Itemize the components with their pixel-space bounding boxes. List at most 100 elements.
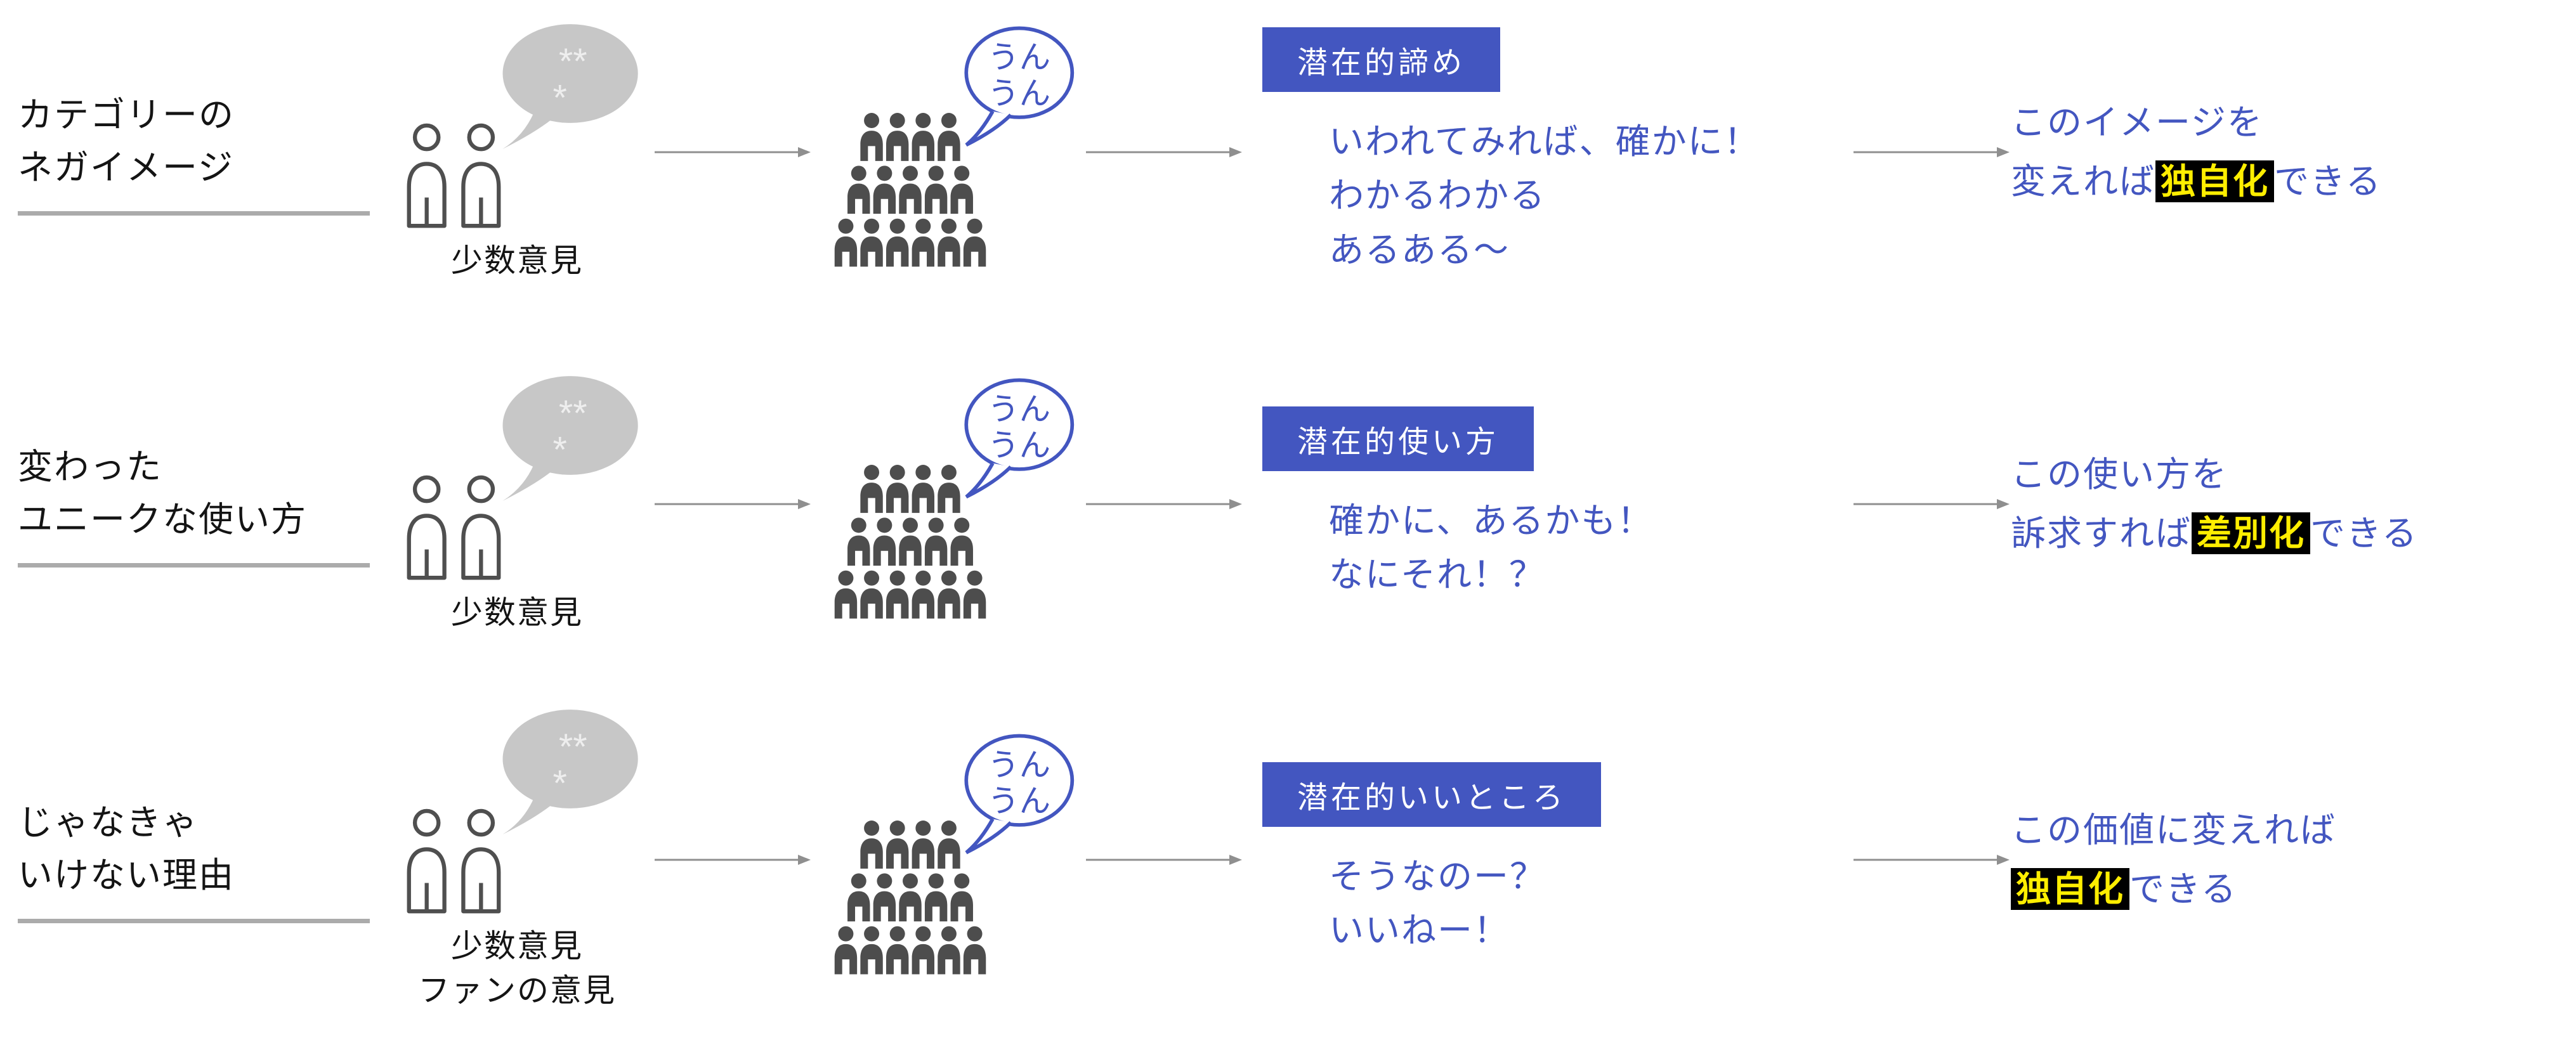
asterisk-text: * [553, 77, 567, 118]
conclusion-line: このイメージを [2011, 102, 2263, 142]
arrow-right-icon [655, 147, 811, 157]
arrow-right-icon [1854, 855, 2010, 865]
flow-arrow [1085, 852, 1243, 868]
arrow-right-icon [1086, 855, 1242, 865]
conclusion-line: 訴求すれば差別化できる [2011, 512, 2418, 554]
minority-pair-icon [407, 123, 501, 228]
row-label: カテゴリーの ネガイメージ [18, 89, 381, 193]
row-label-line: ユニークな使い方 [18, 499, 308, 539]
label-underline [18, 563, 370, 568]
flow-arrow [1085, 144, 1243, 160]
flow-arrow [1085, 496, 1243, 512]
arrow-right-icon [1086, 499, 1242, 509]
agreement-text: うん [988, 748, 1050, 782]
conclusion-line: 独自化できる [2011, 860, 2569, 919]
flow-arrow [1852, 496, 2011, 512]
minority-pair-icon [407, 808, 501, 914]
conclusion-text: このイメージを 変えれば独自化できる [2011, 93, 2569, 212]
minority-icon-wrap: ** * [387, 707, 647, 916]
minority-caption: 少数意見 [451, 590, 583, 635]
minority-caption: 少数意見 [451, 238, 583, 283]
conclusion-line: この価値に変えれば [2011, 810, 2337, 850]
asterisk-text: * [553, 429, 567, 470]
row-label-line: ネガイメージ [18, 147, 234, 187]
quote-line: そうなのー？ [1329, 856, 1546, 896]
gray-speech-bubble: ** * [502, 376, 638, 501]
minority-caption-line: 少数意見 [451, 595, 583, 630]
quote-line: いいねー！ [1329, 911, 1510, 950]
highlight-term: 独自化 [2011, 868, 2130, 910]
arrow-right-icon [1854, 499, 2010, 509]
row-label-block: カテゴリーの ネガイメージ [0, 89, 381, 216]
conclusion-text: この価値に変えれば 独自化できる [2011, 801, 2569, 919]
minority-icon-wrap: ** * [387, 22, 647, 231]
diagram-row-negative-image: カテゴリーの ネガイメージ ** * [0, 0, 2576, 304]
flow-arrow [653, 144, 812, 160]
minority-source: ** * 少数意見 ファンの意見 [381, 707, 653, 1013]
label-underline [18, 919, 370, 923]
insight-block: 潜在的使い方 確かに、あるかも！ なにそれ！？ [1243, 406, 1852, 602]
row-label-line: いけない理由 [18, 855, 235, 895]
asterisk-text: ** [559, 41, 587, 82]
quote-line: なにそれ！？ [1329, 555, 1545, 594]
asterisk-text: ** [559, 393, 587, 434]
label-underline [18, 211, 370, 216]
agreement-text: うん [988, 784, 1050, 819]
row-label-line: 変わった [18, 447, 163, 486]
crowd: うん うん [812, 374, 1085, 634]
insight-label: 潜在的いいところ [1262, 762, 1602, 827]
minority-caption-line: 少数意見 [451, 243, 583, 278]
row-label-line: じゃなきゃ [18, 803, 199, 842]
minority-caption: 少数意見 ファンの意見 [418, 924, 616, 1013]
agreement-text: うん [988, 428, 1050, 463]
crowd: うん うん [812, 730, 1085, 990]
insight-block: 潜在的諦め いわれてみれば、確かに！ わかるわかる あるある～ [1243, 27, 1852, 277]
highlight-term: 差別化 [2192, 512, 2311, 554]
quote-line: いわれてみれば、確かに！ [1329, 122, 1760, 162]
minority-source: ** * 少数意見 [381, 373, 653, 635]
reaction-quotes: いわれてみれば、確かに！ わかるわかる あるある～ [1329, 115, 1852, 277]
flow-arrow [653, 496, 812, 512]
row-label-block: 変わった ユニークな使い方 [0, 441, 381, 568]
asterisk-text: ** [559, 727, 587, 767]
arrow-right-icon [1086, 147, 1242, 157]
minority-source: ** * 少数意見 [381, 22, 653, 283]
arrow-right-icon [1854, 147, 2010, 157]
agreement-text: うん [988, 392, 1050, 427]
minority-pair-icon [407, 475, 501, 580]
arrow-right-icon [655, 855, 811, 865]
reaction-quotes: そうなのー？ いいねー！ [1329, 850, 1852, 958]
asterisk-text: * [553, 763, 567, 803]
reaction-quotes: 確かに、あるかも！ なにそれ！？ [1329, 494, 1852, 602]
agreement-speech-bubble: うん うん [964, 734, 1075, 855]
diagram-row-unique-usage: 変わった ユニークな使い方 ** * [0, 346, 2576, 663]
quote-line: わかるわかる [1329, 176, 1546, 216]
row-label-line: カテゴリーの [18, 95, 235, 134]
highlight-term: 独自化 [2155, 160, 2275, 202]
row-label: じゃなきゃ いけない理由 [18, 796, 381, 901]
quote-line: 確かに、あるかも！ [1329, 500, 1654, 540]
diagram-row-must-reason: じゃなきゃ いけない理由 ** * [0, 682, 2576, 1038]
conclusion-line: この使い方を [2011, 454, 2228, 494]
insight-block: 潜在的いいところ そうなのー？ いいねー！ [1243, 762, 1852, 958]
flow-arrow [653, 852, 812, 868]
minority-icon-wrap: ** * [387, 373, 647, 583]
conclusion-text: この使い方を 訴求すれば差別化できる [2011, 445, 2569, 564]
agreement-speech-bubble: うん うん [964, 378, 1075, 499]
gray-speech-bubble: ** * [502, 24, 638, 149]
flow-arrow [1852, 852, 2011, 868]
gray-speech-bubble: ** * [502, 710, 638, 834]
quote-line: あるある～ [1329, 230, 1510, 269]
agreement-text: うん [988, 76, 1050, 111]
conclusion-line: 変えれば独自化できる [2011, 160, 2382, 202]
minority-caption-line: ファンの意見 [418, 973, 616, 1008]
row-label: 変わった ユニークな使い方 [18, 441, 381, 545]
insight-label: 潜在的諦め [1262, 27, 1501, 93]
agreement-text: うん [988, 40, 1050, 75]
agreement-speech-bubble: うん うん [964, 26, 1075, 147]
flow-arrow [1852, 144, 2011, 160]
arrow-right-icon [655, 499, 811, 509]
minority-caption-line: 少数意見 [451, 928, 583, 964]
insight-label: 潜在的使い方 [1262, 406, 1534, 471]
crowd: うん うん [812, 22, 1085, 282]
